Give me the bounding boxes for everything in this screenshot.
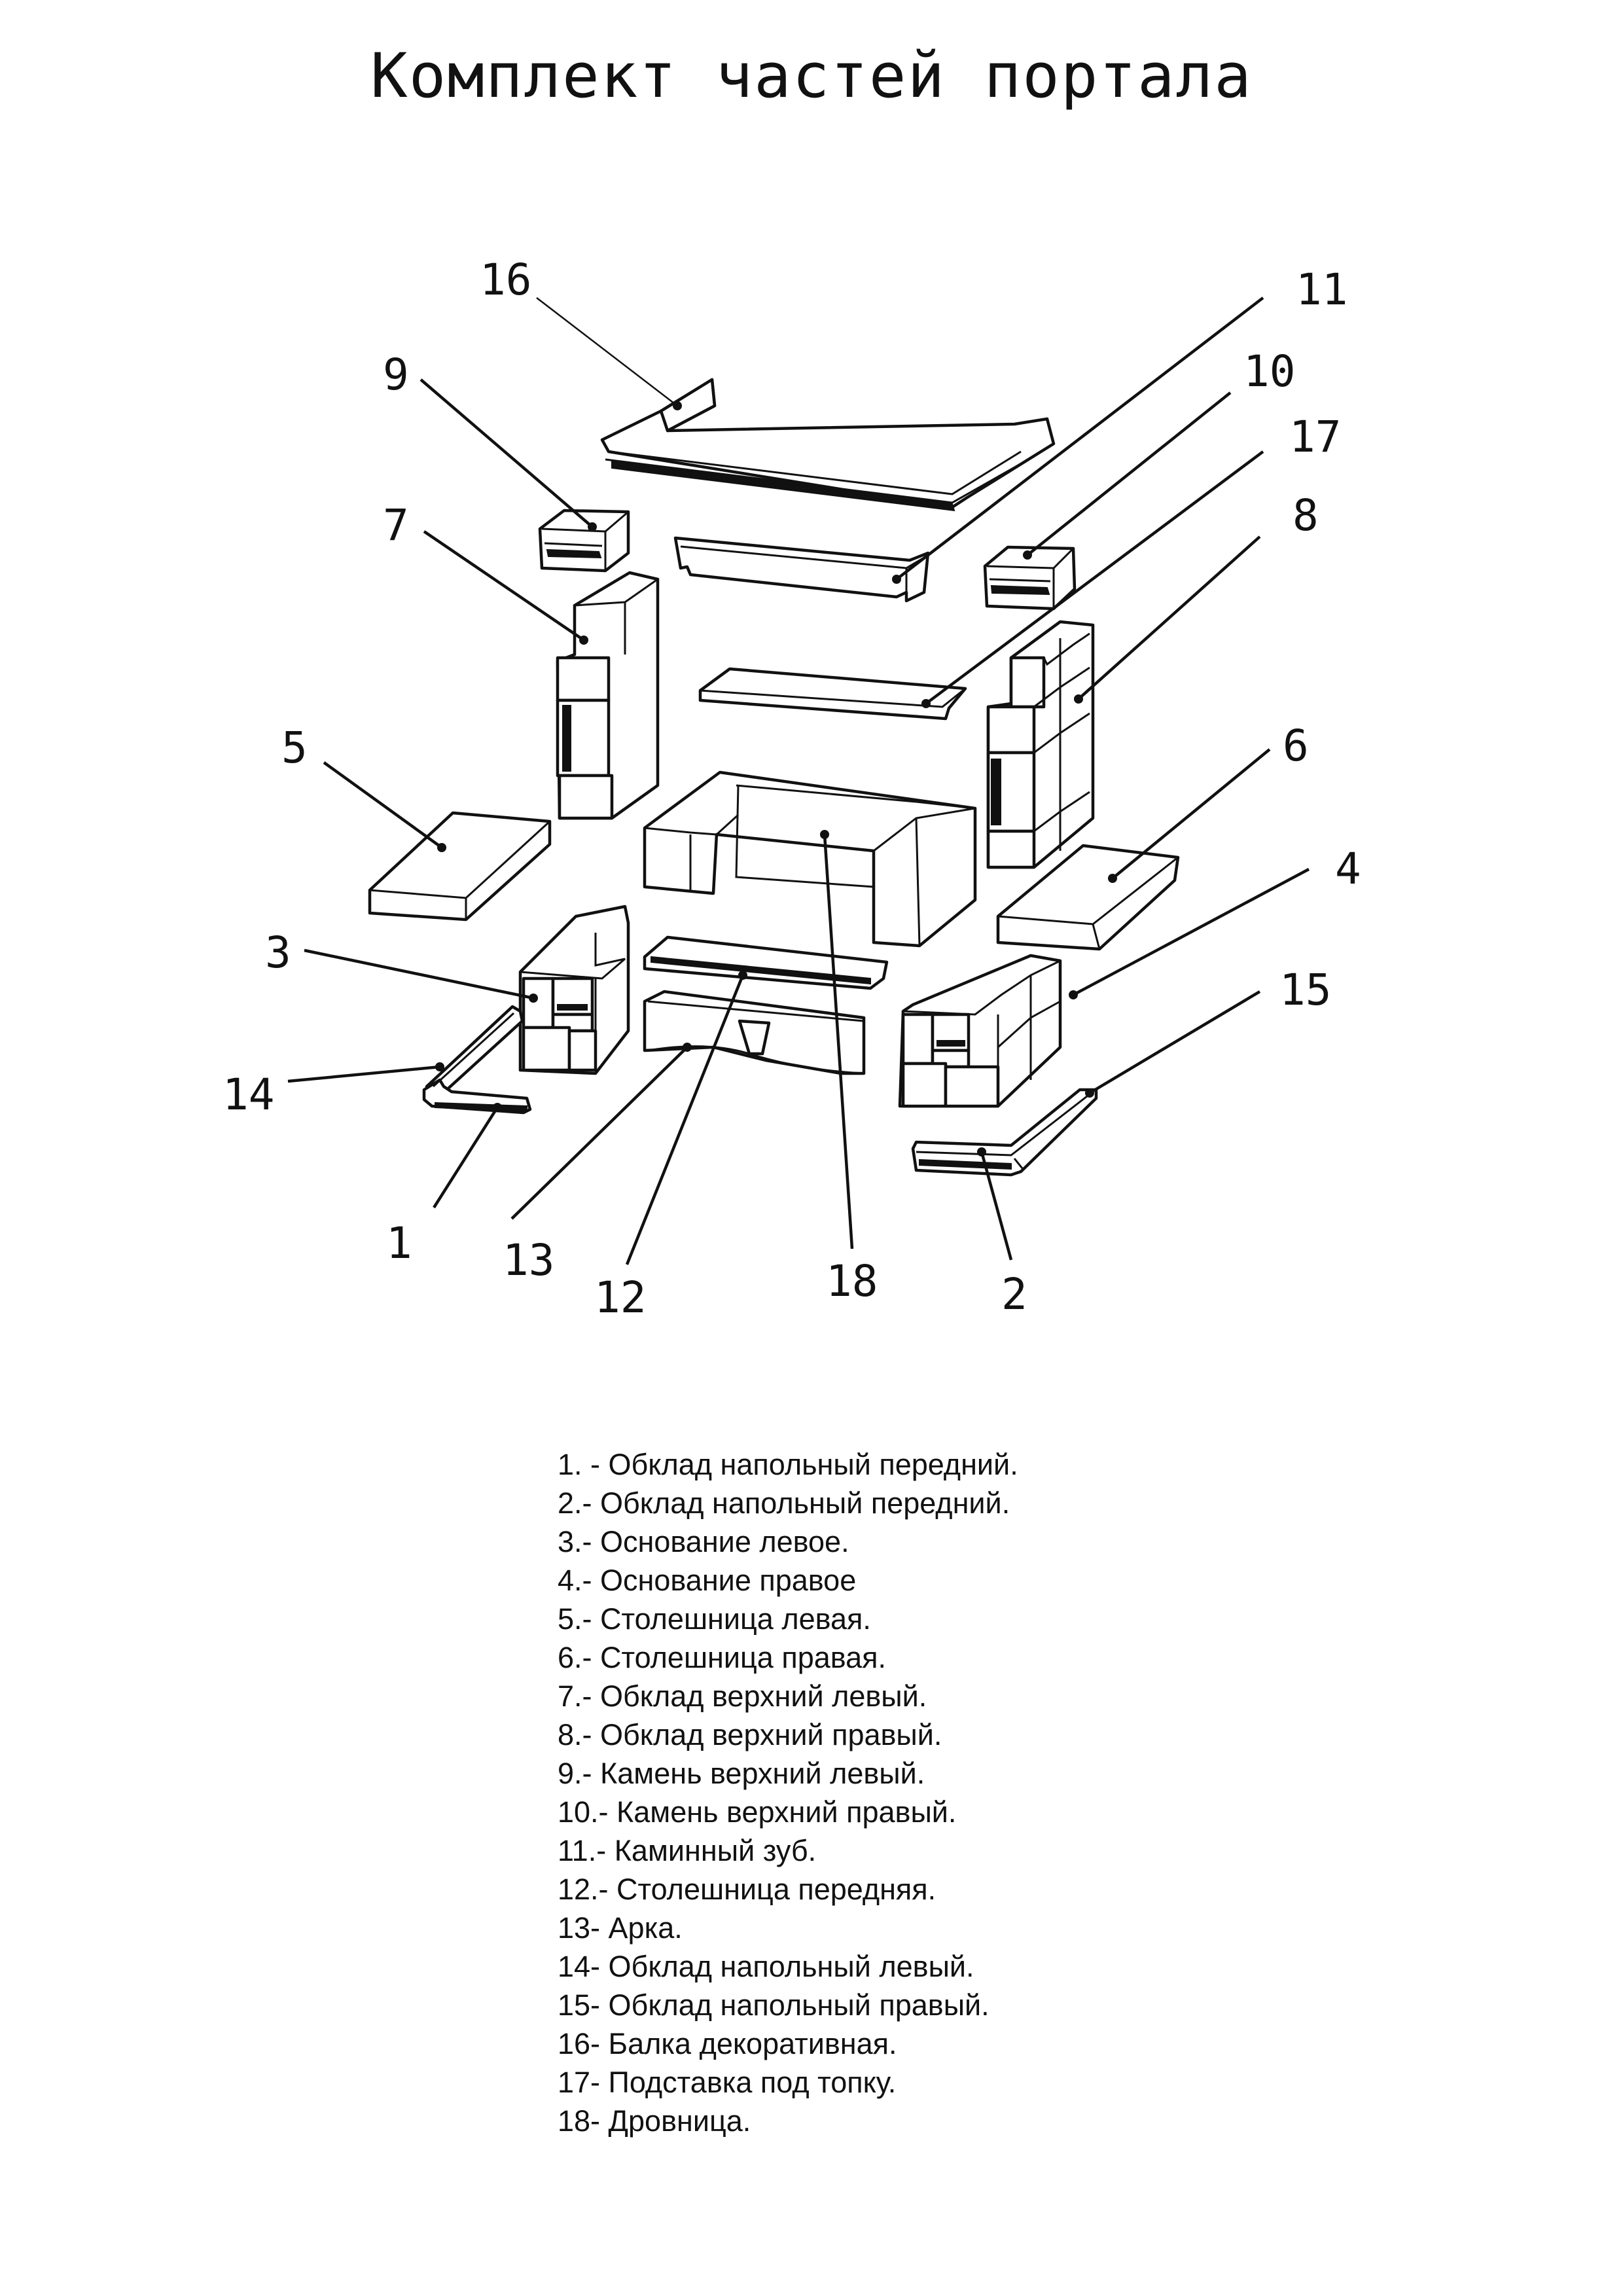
callout-1: 1	[386, 1218, 412, 1268]
callout-numbers: 1 2 3 4 5 6 7 8 9 10 11 12 13 14 15 16 1…	[223, 255, 1361, 1323]
part-9-upper-stone-left	[538, 509, 630, 573]
callout-3: 3	[265, 927, 291, 978]
leader-lines	[287, 296, 1310, 1265]
part-13-arch	[643, 990, 866, 1075]
part-14-floor-facing-left	[422, 1005, 532, 1115]
legend-item-16: 16- Балка декоративная.	[558, 2027, 897, 2060]
legend-item-10: 10.- Камень верхний правый.	[558, 1795, 957, 1829]
part-11-fireplace-tooth	[673, 536, 930, 603]
legend-item-18: 18- Дровница.	[558, 2104, 751, 2138]
legend-item-9: 9.- Камень верхний левый.	[558, 1757, 925, 1790]
part-4-base-right	[898, 954, 1062, 1108]
part-3-base-left	[518, 905, 630, 1075]
legend-item-3: 3.- Основание левое.	[558, 1525, 849, 1558]
legend-item-7: 7.- Обклад верхний левый.	[558, 1679, 927, 1713]
legend-item-2: 2.- Обклад напольный передний.	[558, 1486, 1010, 1520]
part-5-tabletop-left	[368, 811, 552, 922]
part-7-upper-facing-left	[556, 571, 660, 820]
callout-9: 9	[383, 350, 409, 400]
legend-item-1: 1. - Обклад напольный передний.	[558, 1448, 1018, 1481]
part-6-tabletop-right	[996, 844, 1180, 951]
callout-14: 14	[223, 1069, 274, 1120]
callout-15: 15	[1279, 965, 1331, 1015]
callout-10: 10	[1243, 346, 1295, 397]
legend-item-4: 4.- Основание правое	[558, 1564, 857, 1597]
parts-legend: 1. - Обклад напольный передний. 2.- Обкл…	[558, 1445, 1018, 2140]
part-8-upper-facing-right	[986, 620, 1095, 869]
legend-item-5: 5.- Столешница левая.	[558, 1602, 871, 1636]
legend-item-8: 8.- Обклад верхний правый.	[558, 1718, 942, 1751]
callout-6: 6	[1283, 721, 1309, 771]
part-16-decorative-beam	[600, 378, 1056, 512]
page-title: Комплект частей портала	[370, 41, 1253, 112]
callout-5: 5	[281, 723, 308, 773]
legend-item-11: 11.- Каминный зуб.	[558, 1834, 817, 1867]
legend-item-6: 6.- Столешница правая.	[558, 1641, 887, 1674]
part-17-firebox-stand	[698, 667, 967, 721]
callout-4: 4	[1335, 844, 1361, 894]
callout-16: 16	[480, 255, 531, 305]
exploded-parts-diagram: 1 2 3 4 5 6 7 8 9 10 11 12 13 14 15 16 1…	[223, 255, 1361, 1323]
part-12-front-tabletop	[643, 935, 889, 990]
part-15-floor-facing-right	[911, 1088, 1098, 1177]
callout-11: 11	[1296, 264, 1347, 315]
legend-item-17: 17- Подставка под топку.	[558, 2066, 897, 2099]
part-18-log-holder	[643, 770, 977, 948]
callout-7: 7	[383, 500, 409, 550]
callout-18: 18	[826, 1256, 878, 1306]
callout-2: 2	[1001, 1269, 1027, 1319]
callout-8: 8	[1293, 490, 1319, 541]
callout-12: 12	[594, 1272, 646, 1323]
legend-item-12: 12.- Столешница передняя.	[558, 1873, 936, 1906]
callout-13: 13	[503, 1235, 554, 1285]
legend-item-15: 15- Обклад напольный правый.	[558, 1988, 990, 2022]
part-10-upper-stone-right	[983, 545, 1077, 611]
callout-17: 17	[1289, 412, 1341, 462]
legend-item-13: 13- Арка.	[558, 1911, 683, 1945]
legend-item-14: 14- Обклад напольный левый.	[558, 1950, 974, 1983]
